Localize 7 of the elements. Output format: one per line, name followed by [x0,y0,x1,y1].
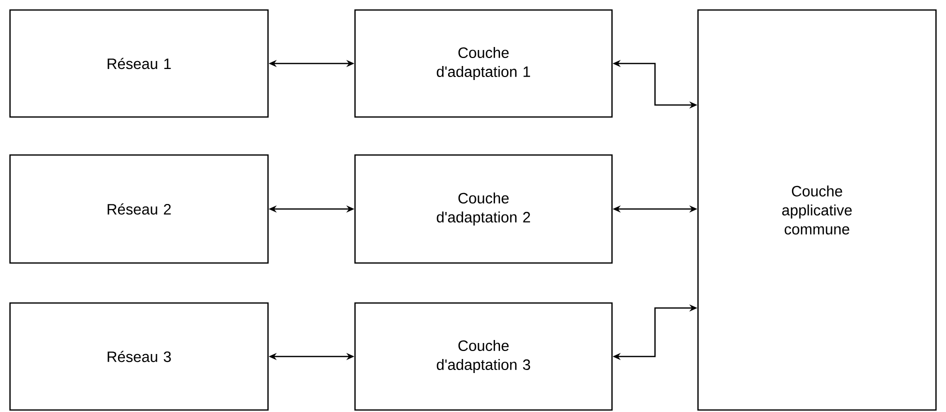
box: Réseau 1 [9,9,269,118]
box: Couche d'adaptation 1 [354,9,613,118]
box: Réseau 3 [9,302,269,411]
box: Couche d'adaptation 3 [354,302,613,411]
box: Couche applicative commune [697,9,937,411]
box: Couche d'adaptation 2 [354,154,613,264]
box: Réseau 2 [9,154,269,264]
